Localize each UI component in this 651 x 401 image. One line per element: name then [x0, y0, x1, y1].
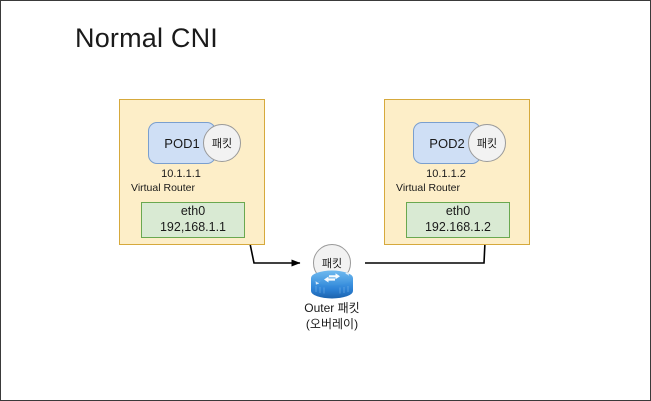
packet-badge-right: 패킷	[468, 124, 506, 162]
eth-name-right: eth0	[445, 204, 471, 219]
packet-badge-center-label: 패킷	[321, 258, 343, 270]
overlay-caption-line2: (오버레이)	[305, 317, 359, 332]
router-icon	[311, 270, 353, 299]
eth-box-left: eth0 192,168.1.1	[141, 202, 245, 238]
eth-name-left: eth0	[180, 204, 206, 219]
overlay-caption: Outer 패킷 (오버레이)	[278, 300, 386, 332]
packet-badge-left-label: 패킷	[211, 138, 233, 150]
node-left: POD1 패킷 10.1.1.1 Virtual Router eth0 192…	[119, 99, 265, 245]
eth-ip-left: 192,168.1.1	[159, 220, 227, 234]
pod-label-right: POD2	[429, 135, 465, 151]
virtual-router-label-left: Virtual Router	[131, 182, 196, 194]
packet-badge-right-label: 패킷	[476, 138, 498, 150]
packet-badge-left: 패킷	[203, 124, 241, 162]
node-right: POD2 패킷 10.1.1.2 Virtual Router eth0 192…	[384, 99, 530, 245]
virtual-router-label-right: Virtual Router	[396, 182, 461, 194]
pod-ip-right: 10.1.1.2	[426, 168, 466, 180]
pod-box-right[interactable]: POD2	[413, 122, 481, 164]
eth-box-right: eth0 192.168.1.2	[406, 202, 510, 238]
eth-ip-right: 192.168.1.2	[424, 220, 492, 234]
pod-ip-left: 10.1.1.1	[161, 168, 201, 180]
pod-label-left: POD1	[164, 135, 200, 151]
overlay-caption-line1: Outer 패킷	[304, 301, 360, 315]
page-title: Normal CNI	[75, 23, 219, 53]
